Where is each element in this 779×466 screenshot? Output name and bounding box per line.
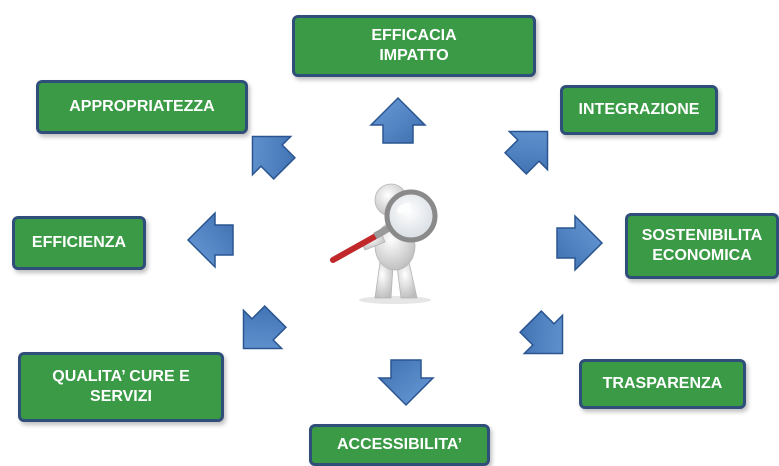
box-appropriatezza-label: APPROPRIATEZZA <box>69 98 215 115</box>
box-efficacia-line1: EFFICACIA <box>371 27 457 44</box>
box-integrazione-label: INTEGRAZIONE <box>578 101 700 118</box>
arrow-down <box>378 359 434 406</box>
arrow-up <box>370 97 426 144</box>
arrow-left <box>187 212 234 268</box>
box-efficacia-line2: IMPATTO <box>379 47 449 64</box>
box-accessibilita-label: ACCESSIBILITA’ <box>336 436 463 453</box>
box-accessibilita: ACCESSIBILITA’ <box>309 424 490 466</box>
box-qualita-cure-servizi: QUALITA’ CURE E SERVIZI <box>18 352 224 422</box>
person-with-magnifying-glass-icon <box>330 183 438 304</box>
box-integrazione: INTEGRAZIONE <box>560 85 718 135</box>
box-appropriatezza: APPROPRIATEZZA <box>36 80 248 134</box>
box-qualita-line2: SERVIZI <box>90 388 152 405</box>
box-trasparenza: TRASPARENZA <box>579 359 746 409</box>
arrow-upper-right <box>495 111 568 184</box>
box-qualita-line1: QUALITA’ CURE E <box>52 368 190 385</box>
box-efficacia-impatto: EFFICACIA IMPATTO <box>292 15 536 77</box>
box-sostenibilita-line2: ECONOMICA <box>652 247 752 264</box>
arrow-lower-left <box>223 296 296 369</box>
box-efficienza: EFFICIENZA <box>12 216 146 270</box>
box-efficienza-label: EFFICIENZA <box>31 234 127 251</box>
box-sostenibilita-line1: SOSTENIBILITA <box>641 227 763 244</box>
box-trasparenza-label: TRASPARENZA <box>602 375 723 392</box>
box-sostenibilita-economica: SOSTENIBILITA ECONOMICA <box>625 213 779 279</box>
arrow-lower-right <box>510 301 583 374</box>
arrow-right <box>556 215 603 271</box>
